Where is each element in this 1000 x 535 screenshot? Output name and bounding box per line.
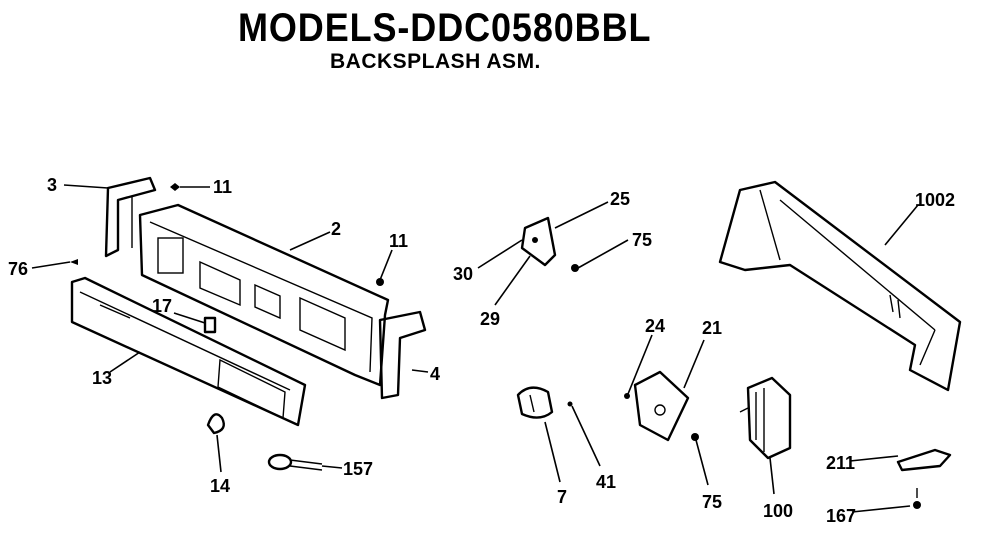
part-3-left-bracket [104, 176, 157, 258]
part-100-timer [739, 376, 792, 460]
part-75-nut-a [571, 264, 579, 272]
callout-211: 211 [826, 453, 855, 473]
part-41-spring [567, 401, 573, 407]
callout-29: 29 [480, 309, 500, 329]
callout-13: 13 [92, 368, 112, 388]
callout-7: 7 [557, 487, 567, 507]
callout-17: 17 [152, 296, 172, 316]
part-21-switch-plate [633, 370, 690, 442]
callout-167: 167 [826, 506, 856, 526]
part-24-screw [624, 393, 630, 399]
callout-1002: 1002 [915, 190, 955, 210]
diagram-title: MODELS-DDC0580BBL [238, 6, 652, 50]
callout-11-a: 11 [213, 177, 232, 197]
part-2-control-panel [138, 203, 390, 387]
callout-75-a: 75 [632, 230, 652, 250]
part-1002-backsplash-housing [718, 180, 962, 392]
part-14-knob [206, 413, 225, 435]
callout-4: 4 [430, 364, 440, 384]
callout-30: 30 [453, 264, 473, 284]
part-4-right-bracket [378, 310, 427, 400]
part-17-switch [203, 316, 217, 334]
callout-75-b: 75 [702, 492, 722, 512]
callout-14: 14 [210, 476, 230, 496]
callout-25: 25 [610, 189, 630, 209]
leader-lines [31, 184, 919, 513]
part-75-nut-b [691, 433, 699, 441]
callout-41: 41 [596, 472, 616, 492]
callout-11-b: 11 [389, 231, 408, 251]
callout-21: 21 [702, 318, 722, 338]
part-211-clip [896, 448, 952, 472]
diagram-subtitle: BACKSPLASH ASM. [330, 50, 541, 73]
callout-157: 157 [343, 459, 373, 479]
callout-76: 76 [8, 259, 28, 279]
part-157-harness [267, 453, 323, 471]
callout-24: 24 [645, 316, 665, 336]
callout-3: 3 [47, 175, 57, 195]
part-11-screw-a [170, 183, 180, 191]
callout-2: 2 [331, 219, 341, 239]
part-167-screw [913, 488, 921, 509]
callout-100: 100 [763, 501, 793, 521]
part-11-screw-b [376, 278, 384, 286]
part-76-screw [70, 259, 78, 265]
part-25-infinite-switch [520, 216, 557, 267]
part-7-knob [516, 386, 554, 419]
part-13-front-panel [70, 276, 307, 427]
